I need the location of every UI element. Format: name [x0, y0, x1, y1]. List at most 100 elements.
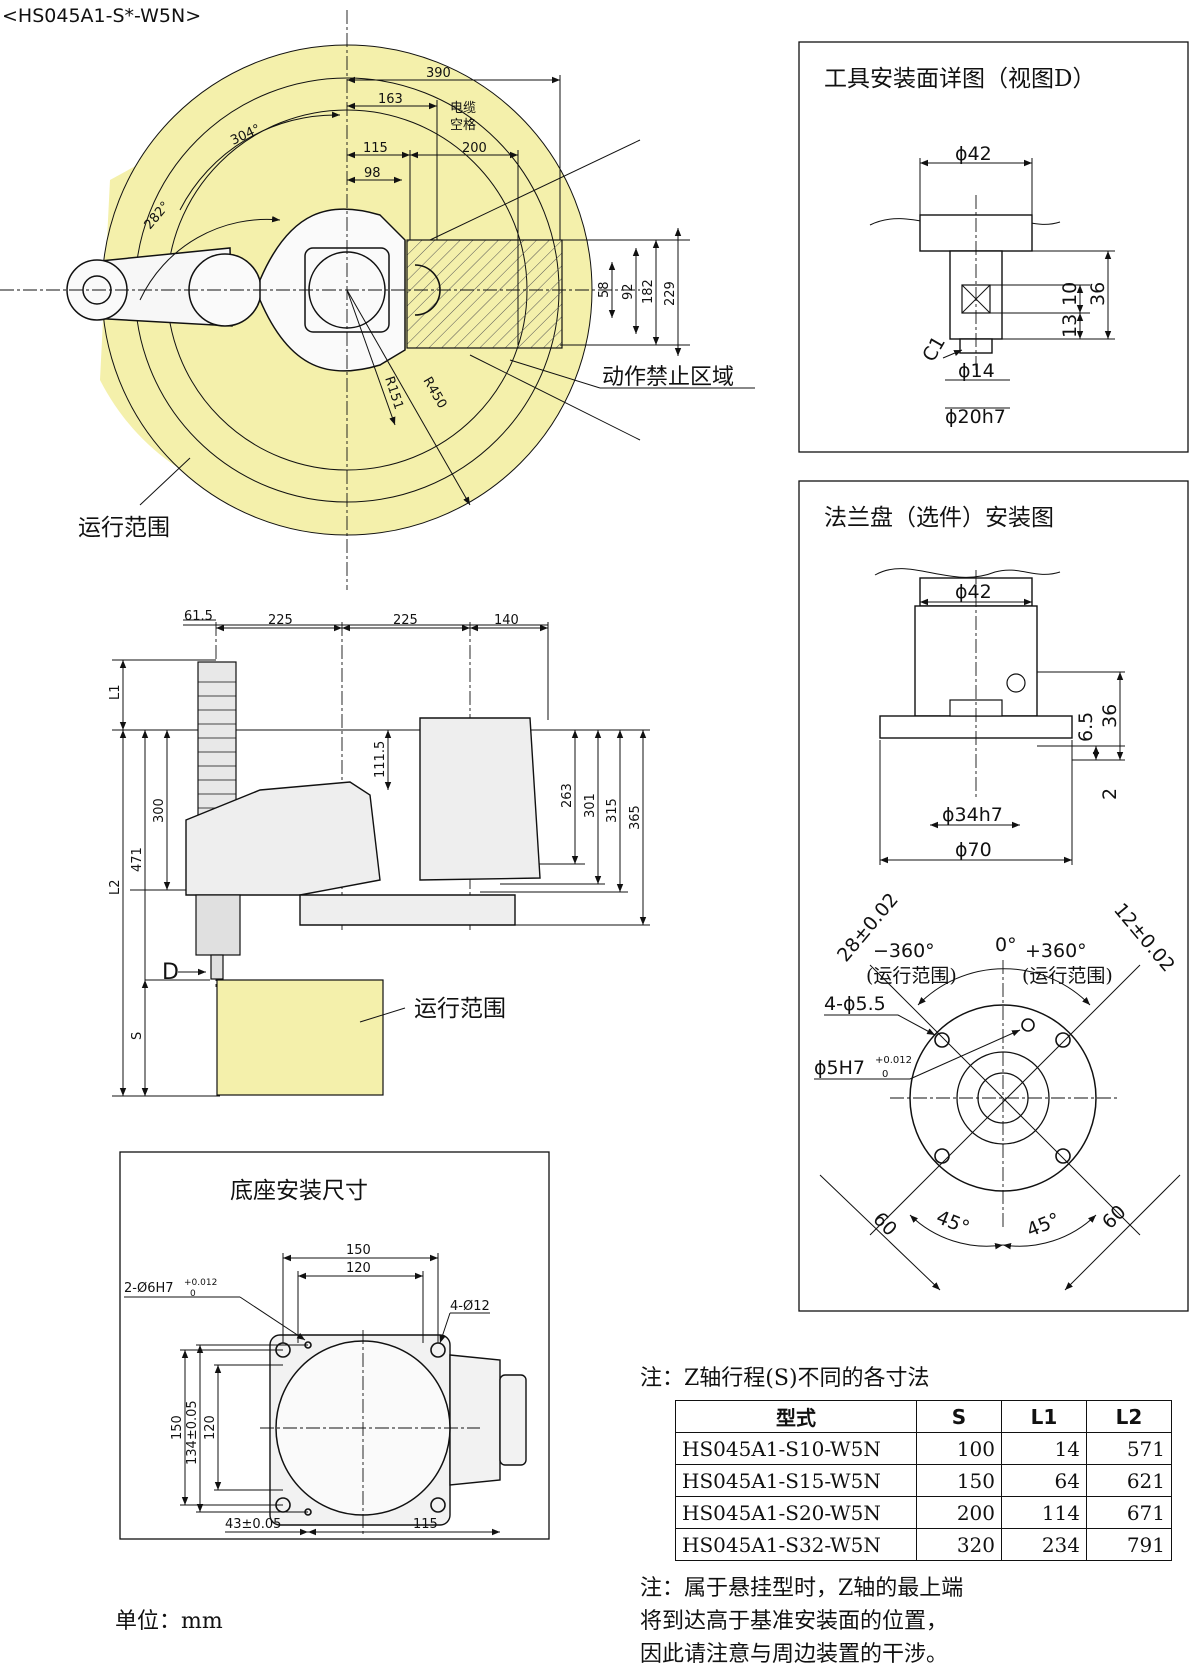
- spline-shaft: [195, 894, 241, 956]
- base-detail: 底座安装尺寸 150 120 2-Ø6H7 +0.012 0 4-Ø12 150…: [124, 1178, 527, 1536]
- tool-detail: 工具安装面详图（视图D） ϕ42 10 13 36 C1 ϕ14 ϕ20h7: [824, 66, 1115, 428]
- flange-angle-45-a: 45°: [933, 1206, 972, 1239]
- base-holes: 4-Ø12: [450, 1299, 490, 1314]
- flange-dim-2: 2: [1099, 788, 1121, 800]
- dim-182: 182: [641, 279, 656, 304]
- base-pin-holes: 2-Ø6H7: [124, 1281, 174, 1296]
- flange-angle-45-b: 45°: [1024, 1209, 1063, 1242]
- flange-tol-12: 12±0.02: [1109, 899, 1179, 976]
- dim-140: 140: [494, 613, 519, 628]
- table-header-s: S: [916, 1400, 1002, 1433]
- table-row: HS045A1-S15-W5N 150 64 621: [675, 1464, 1172, 1497]
- tool-phi42: ϕ42: [955, 143, 992, 165]
- base-dim-120-h: 120: [346, 1261, 371, 1276]
- tool-detail-title: 工具安装面详图（视图D）: [824, 66, 1095, 92]
- unit-label: 单位：mm: [115, 1609, 223, 1634]
- dim-92: 92: [621, 283, 636, 300]
- flange-neg360: −360°: [873, 940, 935, 962]
- flange-title: 法兰盘（选件）安装图: [824, 505, 1054, 531]
- no-motion-zone-label: 动作禁止区域: [602, 365, 734, 390]
- dim-111-5: 111.5: [373, 741, 388, 778]
- side-motion-range-label: 运行范围: [414, 996, 506, 1022]
- base-pin-tol-dn: 0: [190, 1289, 196, 1299]
- table-header-l1: L1: [1001, 1400, 1087, 1433]
- cable-space-label-2: 空格: [450, 117, 476, 133]
- base-dim-150-h: 150: [346, 1243, 371, 1258]
- dim-301: 301: [583, 793, 598, 818]
- side-motion-range-area: [216, 979, 384, 1096]
- table-cell: 320: [916, 1528, 1002, 1561]
- base-body: [299, 894, 516, 926]
- table-cell: 100: [916, 1432, 1002, 1465]
- table-cell: 114: [1001, 1496, 1087, 1529]
- cable-space-label-1: 电缆: [450, 100, 476, 116]
- flange-detail: 法兰盘（选件）安装图 ϕ42 6.5 36 2 ϕ34h7 ϕ70: [814, 505, 1181, 1291]
- table-cell: 200: [916, 1496, 1002, 1529]
- dim-115: 115: [363, 141, 388, 156]
- dim-S: S: [130, 1032, 145, 1040]
- dim-225-b: 225: [393, 613, 418, 628]
- dim-315: 315: [605, 798, 620, 823]
- table-cell: HS045A1-S32-W5N: [675, 1528, 917, 1561]
- table-cell: HS045A1-S15-W5N: [675, 1464, 917, 1497]
- table-cell: 791: [1086, 1528, 1172, 1561]
- tool-c1: C1: [918, 333, 950, 366]
- flange-pin-tol-up: +0.012: [875, 1055, 912, 1066]
- flange-phi42: ϕ42: [955, 581, 992, 603]
- dim-61-5: 61.5: [184, 609, 213, 624]
- flange-dim-6-5: 6.5: [1075, 712, 1097, 742]
- top-motion-range-label: 运行范围: [78, 515, 170, 541]
- base-dim-43: 43±0.05: [225, 1517, 281, 1532]
- dim-L1: L1: [108, 684, 123, 700]
- dim-365: 365: [628, 805, 643, 830]
- model-title: <HS045A1-S*-W5N>: [2, 5, 201, 27]
- base-dim-134: 134±0.05: [185, 1400, 200, 1465]
- flange-range-left: (运行范围): [866, 965, 957, 987]
- column-body: [419, 717, 541, 881]
- table-cell: HS045A1-S20-W5N: [675, 1496, 917, 1529]
- tool-dim-36: 36: [1087, 282, 1109, 306]
- tool-phi20: ϕ20h7: [945, 406, 1006, 428]
- table-header-l2: L2: [1086, 1400, 1172, 1433]
- flange-pin: ϕ5H7: [814, 1057, 865, 1079]
- dim-163: 163: [378, 92, 403, 107]
- table-cell: 14: [1001, 1432, 1087, 1465]
- table-header-model: 型式: [675, 1400, 917, 1433]
- flange-zero-deg: 0°: [995, 934, 1017, 956]
- dim-58: 58: [597, 281, 612, 298]
- stroke-spec-table: 型式 S L1 L2 HS045A1-S10-W5N 100 14 571 HS…: [675, 1400, 1172, 1561]
- top-view: 390 163 电缆 空格 115 200 98 58 92 182 229 3…: [0, 10, 755, 590]
- view-d-marker: D: [162, 960, 179, 985]
- flange-dim-36: 36: [1099, 704, 1121, 728]
- flange-range-right: (运行范围): [1022, 965, 1113, 987]
- tool-dim-10: 10: [1059, 282, 1081, 306]
- table-caption: 注：Z轴行程(S)不同的各寸法: [640, 1366, 930, 1391]
- base-title: 底座安装尺寸: [230, 1178, 368, 1204]
- table-cell: 64: [1001, 1464, 1087, 1497]
- footnote-line-2: 将到达高于基准安装面的位置，: [640, 1609, 949, 1634]
- flange-pin-tol-dn: 0: [882, 1069, 888, 1080]
- tool-detail-frame: [798, 41, 1189, 453]
- base-dim-115: 115: [413, 1517, 438, 1532]
- flange-phi34: ϕ34h7: [942, 804, 1003, 826]
- table-header-row: 型式 S L1 L2: [675, 1400, 1172, 1433]
- dim-L2: L2: [108, 879, 123, 895]
- table-cell: 234: [1001, 1528, 1087, 1561]
- table-row: HS045A1-S10-W5N 100 14 571: [675, 1432, 1172, 1465]
- table-row: HS045A1-S20-W5N 200 114 671: [675, 1496, 1172, 1529]
- table-cell: 571: [1086, 1432, 1172, 1465]
- dim-300: 300: [152, 798, 167, 823]
- flange-frame: [798, 480, 1189, 1312]
- dim-390: 390: [426, 66, 451, 81]
- flange-pos360: +360°: [1025, 940, 1087, 962]
- dim-225-a: 225: [268, 613, 293, 628]
- flange-holes: 4-ϕ5.5: [824, 993, 886, 1015]
- table-cell: 671: [1086, 1496, 1172, 1529]
- base-dim-120-v: 120: [203, 1415, 218, 1440]
- base-frame: [119, 1151, 550, 1540]
- dim-200: 200: [462, 141, 487, 156]
- flange-phi70: ϕ70: [955, 839, 992, 861]
- dim-471: 471: [130, 847, 145, 872]
- base-dim-150-v: 150: [170, 1415, 185, 1440]
